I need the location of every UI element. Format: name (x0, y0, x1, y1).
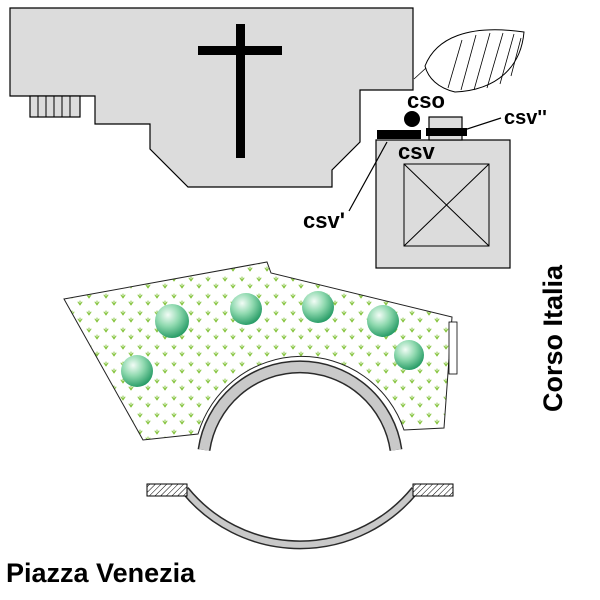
cso-marker-dot (404, 111, 420, 127)
park-outline (63, 261, 453, 441)
lower-arc (146, 483, 454, 550)
tree-icon (394, 340, 424, 370)
csv-wall-right (426, 128, 467, 136)
cross-icon (198, 24, 282, 158)
tree-icon (230, 293, 262, 325)
amphitheater-arc (197, 360, 403, 451)
square-building (375, 111, 511, 269)
inner-court-x (403, 163, 490, 247)
label-cso: cso (407, 88, 445, 113)
stairs-icon (29, 95, 81, 118)
arc-endcap-right (412, 483, 454, 497)
csv-prime-leader-line (348, 141, 388, 212)
tree-icon (367, 305, 399, 337)
tree-icons (121, 291, 424, 387)
arc-endcap-left (146, 483, 188, 497)
leaf-icon (413, 29, 525, 93)
label-corso-italia: Corso Italia (538, 264, 568, 412)
tree-icon (302, 291, 334, 323)
label-piazza-venezia: Piazza Venezia (6, 558, 196, 588)
park-area (63, 261, 458, 441)
church-building (9, 7, 414, 188)
label-csv-double-prime: csv'' (504, 107, 547, 129)
church-outline (9, 7, 414, 188)
csv-wall-left (377, 130, 421, 139)
csv-double-prime-leader-line (460, 117, 502, 132)
tree-icon (121, 355, 153, 387)
tree-icon (155, 304, 189, 338)
label-csv: csv (398, 139, 435, 164)
park-edge-notch (448, 321, 458, 375)
label-csv-prime: csv' (303, 208, 345, 233)
